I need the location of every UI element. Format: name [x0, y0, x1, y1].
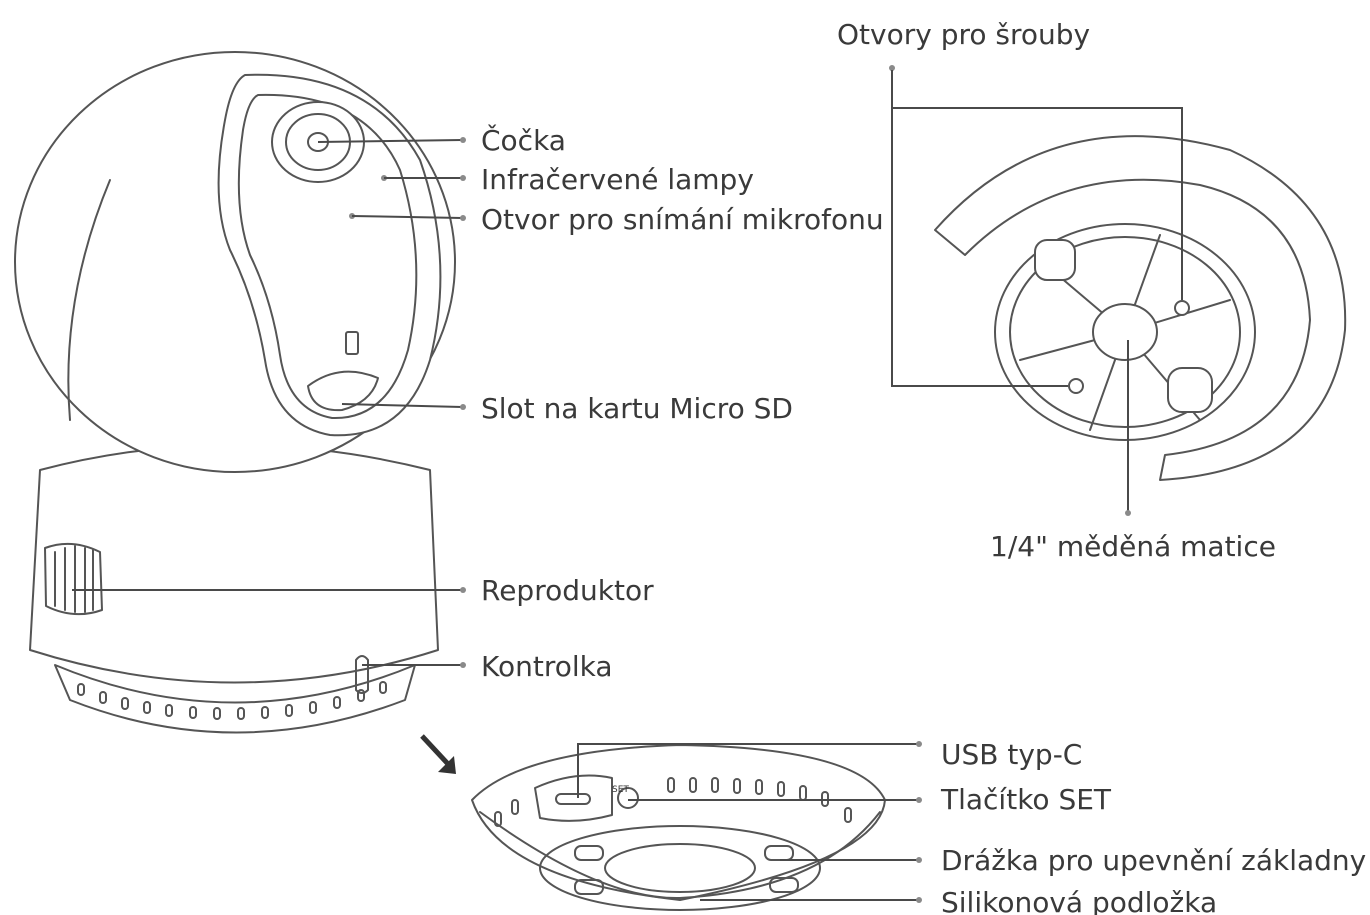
indicator-light [355, 655, 369, 694]
label-usb-type-c: USB typ-C [941, 738, 1082, 771]
usb-c-port [555, 793, 591, 805]
label-microphone: Otvor pro snímání mikrofonu [481, 203, 884, 236]
label-ir-lamps: Infračervené lampy [481, 163, 754, 196]
speaker-grille [44, 542, 103, 616]
label-screw-holes: Otvory pro šrouby [837, 18, 1090, 51]
callout-lines-left [72, 137, 466, 668]
base-underside-illustration: SET [471, 744, 886, 911]
mount-bracket-illustration [934, 135, 1347, 481]
label-sd-slot: Slot na kartu Micro SD [481, 392, 793, 425]
camera-vent-ring [54, 664, 416, 734]
set-button [617, 787, 639, 809]
silicone-pad-ring [539, 825, 821, 911]
screw-hole-1 [1174, 300, 1190, 316]
label-indicator: Kontrolka [481, 650, 613, 683]
label-lens: Čočka [481, 123, 566, 157]
silicone-pad [604, 843, 756, 893]
vent-slots [77, 681, 387, 720]
label-base-groove: Drážka pro upevnění základny [941, 844, 1366, 877]
copper-nut [1092, 303, 1158, 361]
mount-ring [934, 135, 1347, 481]
camera-face-plate [217, 73, 442, 437]
sd-card-icon [345, 331, 359, 355]
base-grooves [574, 845, 799, 895]
arrow-to-underside [420, 734, 456, 774]
callout-lines-bracket [889, 65, 1183, 516]
screw-hole-2 [1068, 378, 1084, 394]
camera-base [29, 444, 439, 684]
callout-lines-underside [577, 741, 922, 903]
label-speaker: Reproduktor [481, 574, 654, 607]
sd-card-slot [307, 370, 379, 412]
label-set-button: Tlačítko SET [940, 783, 1112, 816]
usb-port-housing [534, 774, 613, 822]
label-silicone-pad: Silikonová podložka [941, 886, 1217, 915]
camera-illustration [14, 51, 456, 734]
set-button-mark: SET [612, 785, 629, 795]
mount-posts [1034, 239, 1213, 413]
label-copper-nut: 1/4" měděná matice [990, 530, 1276, 563]
